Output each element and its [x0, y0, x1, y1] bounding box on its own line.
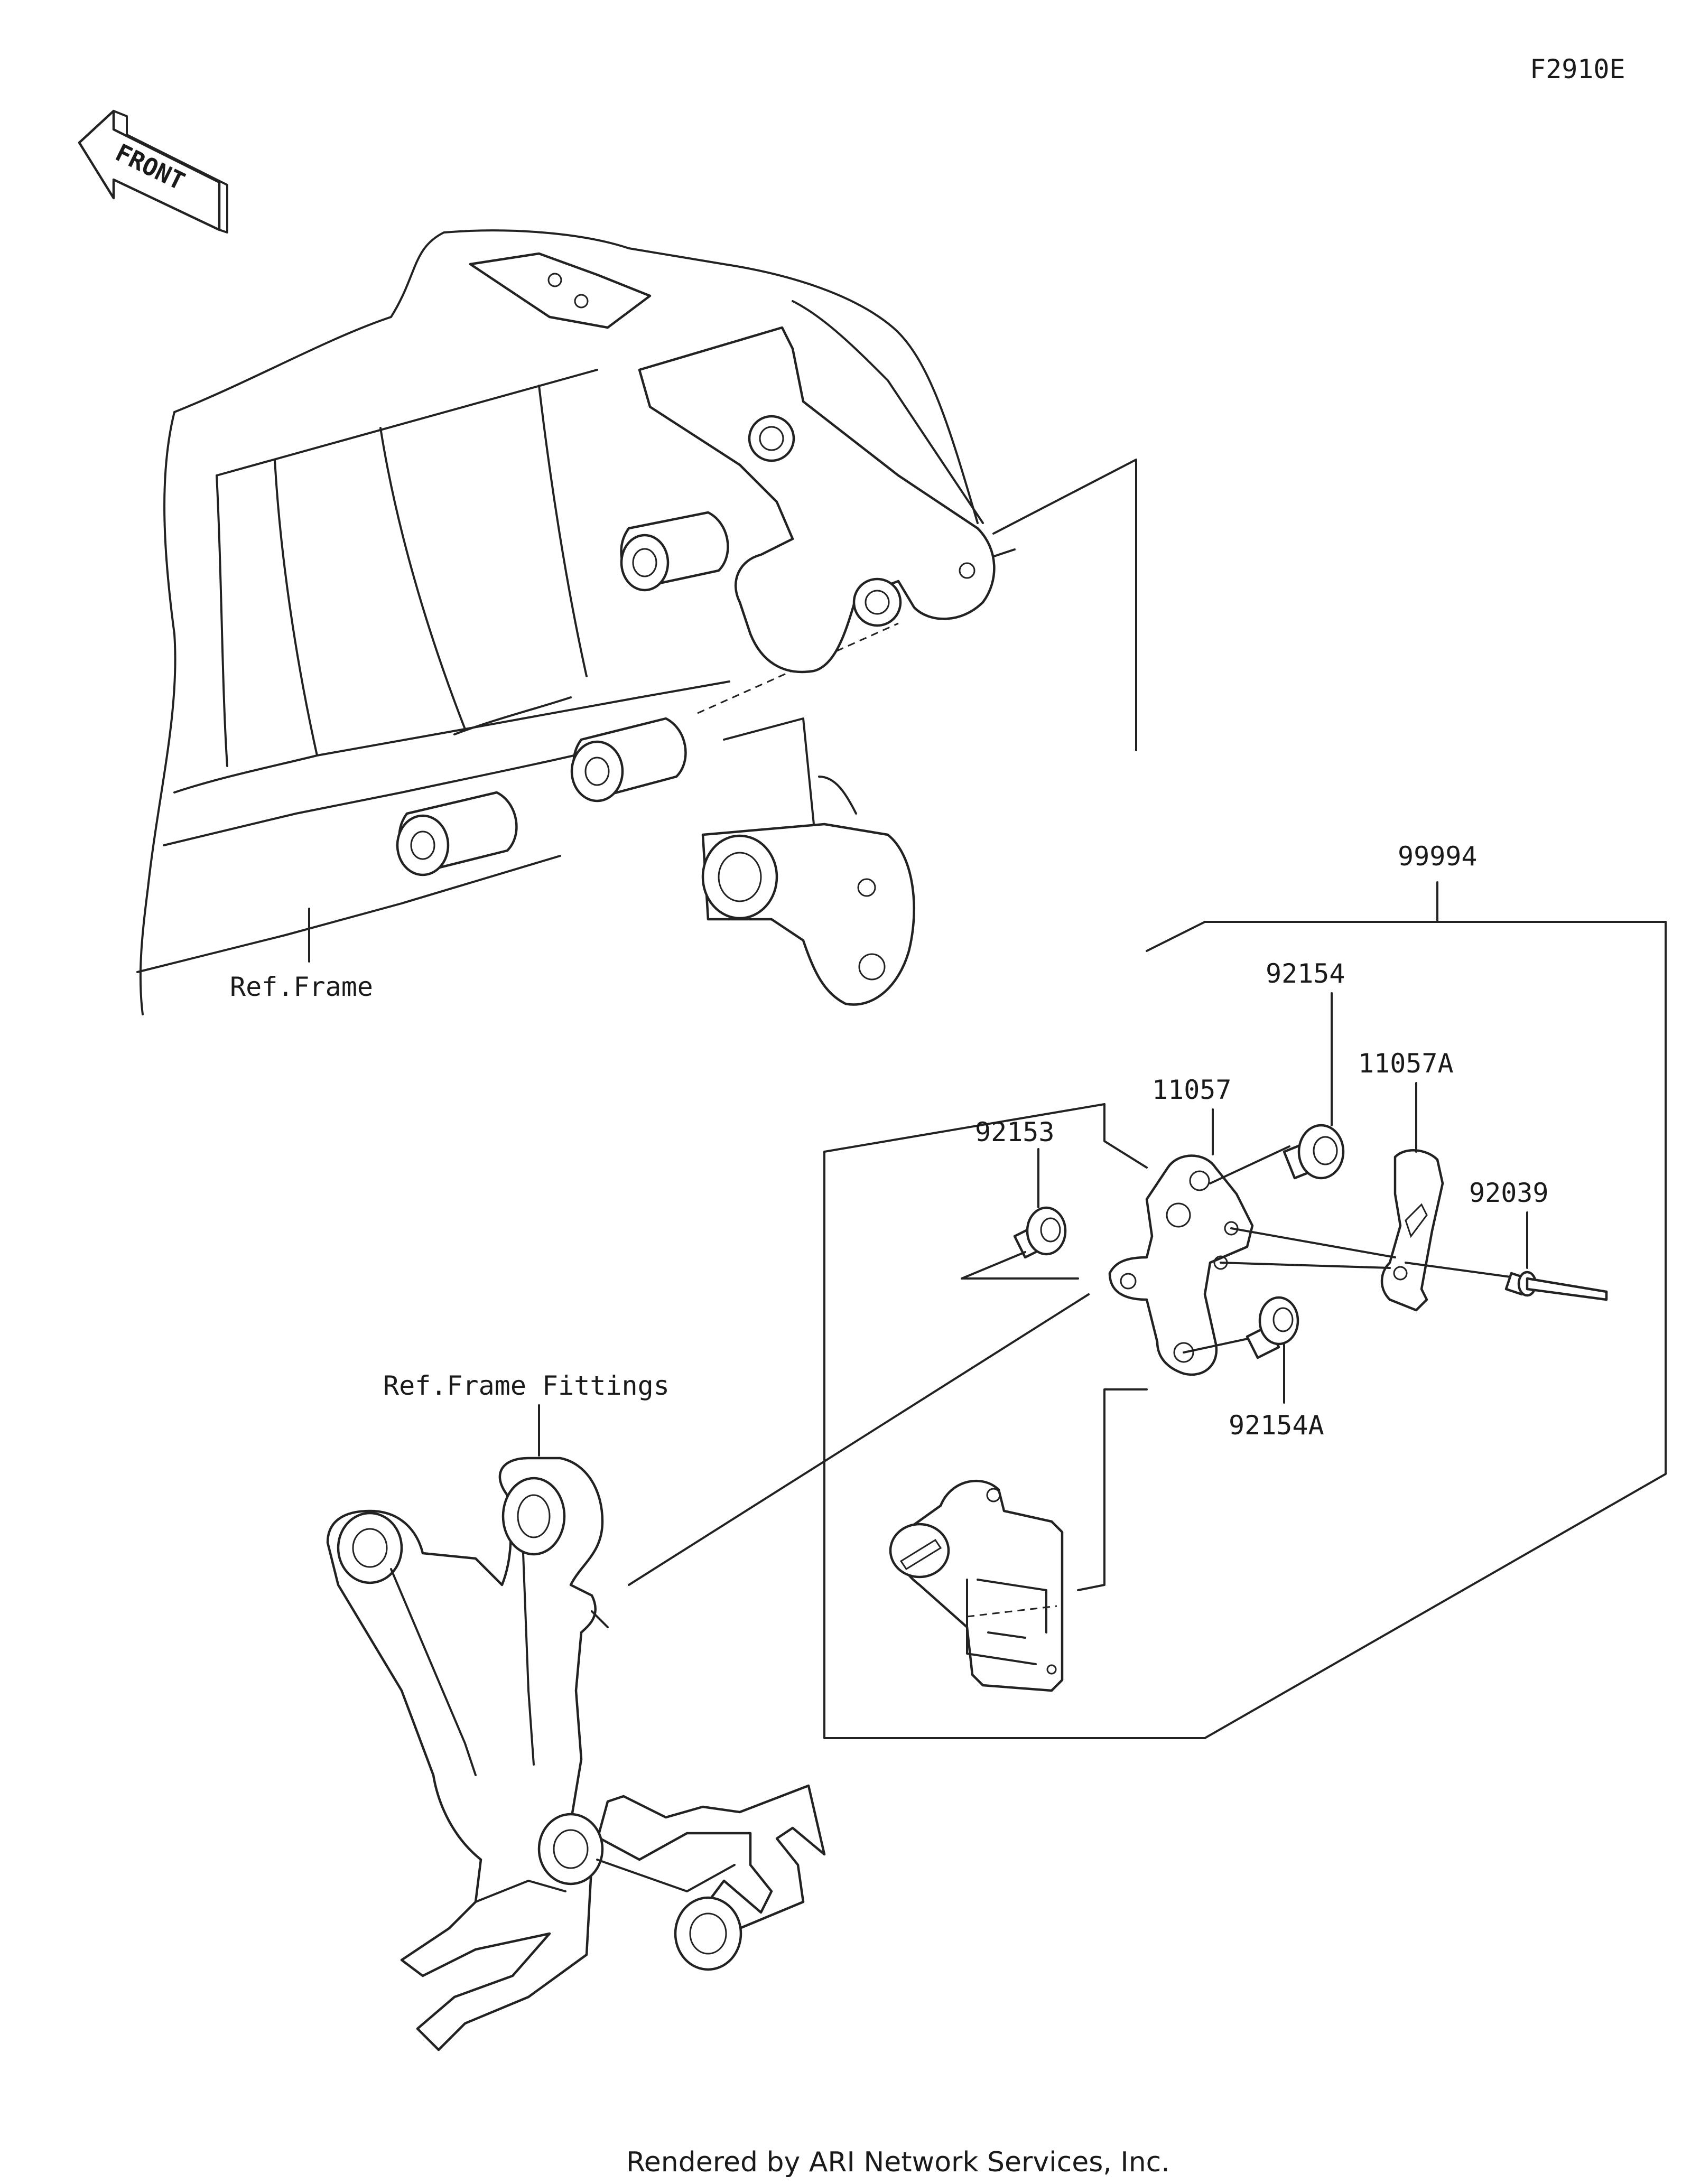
label-92039: 92039 [1469, 1178, 1549, 1208]
label-11057: 11057 [1152, 1075, 1232, 1105]
bolt-92154: 92154 [1209, 958, 1345, 1184]
label-92154a: 92154A [1229, 1410, 1324, 1441]
assembly-box: 99994 [823, 841, 1667, 1739]
ref-frame-label: Ref.Frame [230, 972, 373, 1002]
front-arrow-icon: FRONT [78, 109, 228, 234]
footer-credit: Rendered by ARI Network Services, Inc. [626, 2146, 1170, 2178]
bolt-92154a: 92154A [1183, 1296, 1324, 1441]
label-11057a: 11057A [1358, 1048, 1454, 1079]
assembly-label: 99994 [1398, 841, 1478, 872]
label-92154: 92154 [1266, 958, 1345, 989]
label-92153: 92153 [975, 1117, 1055, 1147]
bolt-92153: 92153 [961, 1117, 1079, 1280]
pin-92039: 92039 [1405, 1178, 1608, 1301]
ref-frame-fittings-label: Ref.Frame Fittings [383, 1370, 670, 1401]
figure-code: F2910E [1530, 54, 1625, 85]
ref-frame-drawing: Ref.Frame [136, 229, 1137, 1015]
bracket-11057a: 11057A [1358, 1048, 1454, 1312]
frame-fittings-drawing: Ref.Frame Fittings [326, 1370, 826, 2051]
lock-unit [889, 1479, 1064, 1692]
bracket-11057: 11057 [1108, 1075, 1254, 1376]
